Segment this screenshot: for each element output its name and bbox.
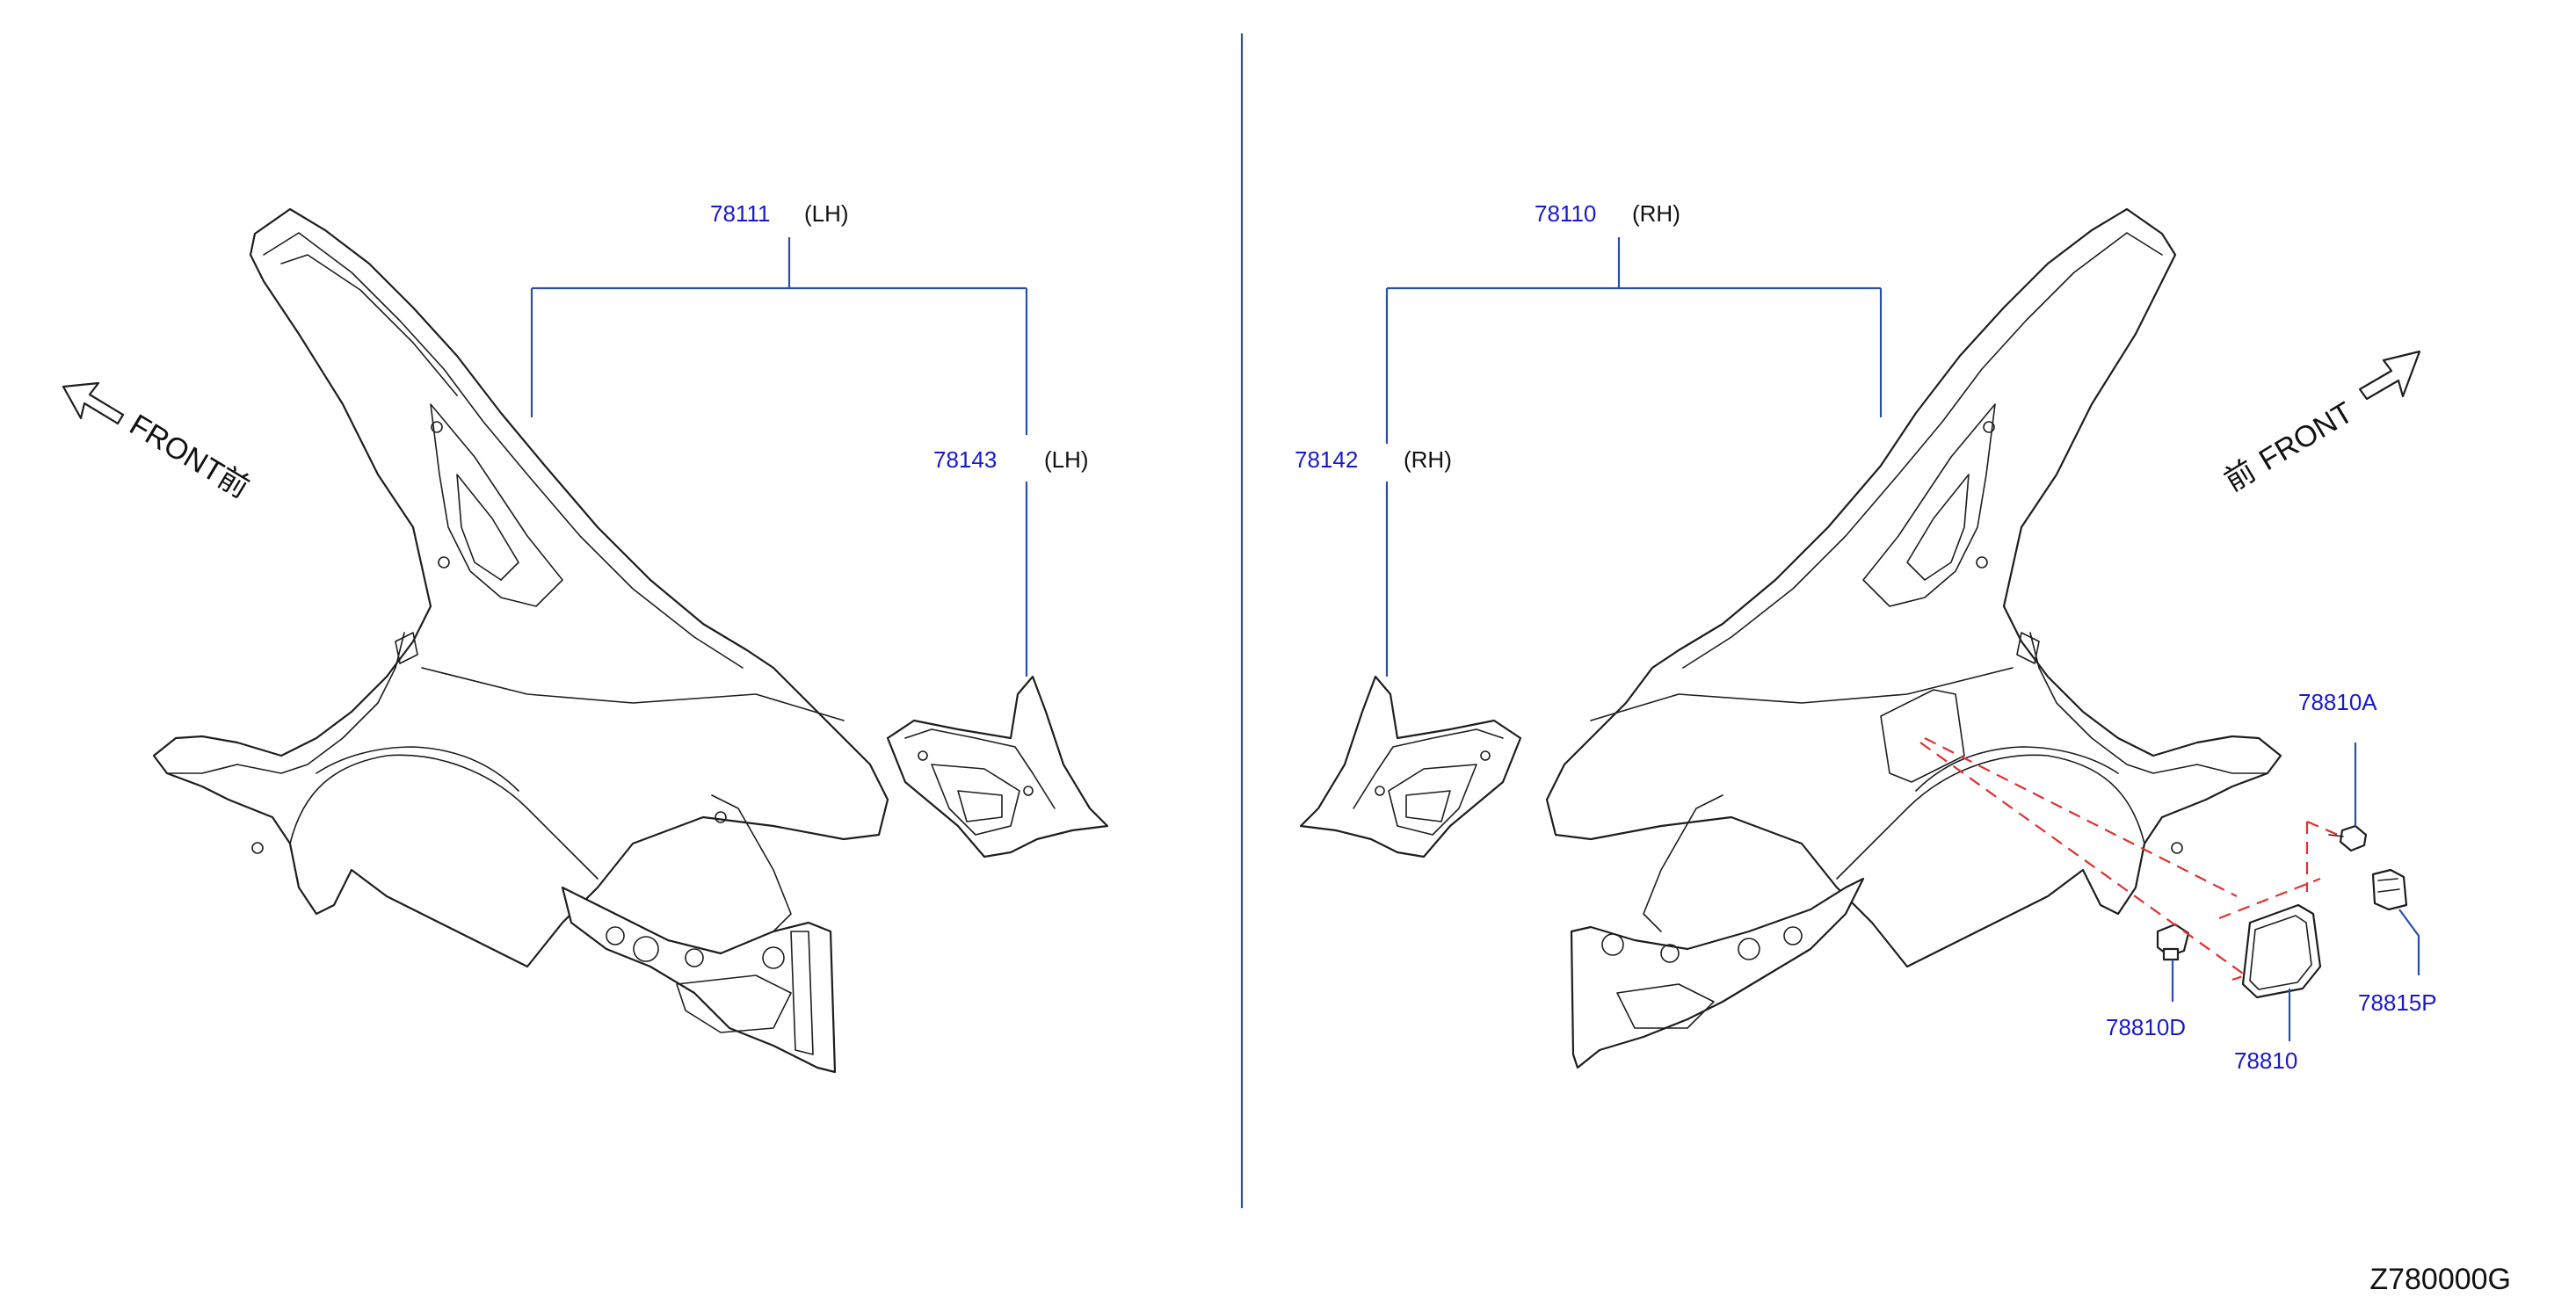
part-number-78810D[interactable]: 78810D [2106,1014,2186,1040]
lid-hinge-clip [2371,868,2408,911]
side-label-78111: (LH) [804,200,849,227]
callout-78142[interactable]: 78142 (RH) [1295,446,1452,473]
leader-78111 [530,237,1028,435]
lid-screw [2328,824,2368,852]
leader-78815P [2398,909,2420,975]
fuel-lid-bushing [2156,923,2190,961]
drawing-code: Z780000G [2369,1263,2511,1296]
side-label-78142: (RH) [1404,446,1452,473]
callout-78110[interactable]: 78110 (RH) [1535,200,1680,227]
right-front-arrow: 前FRONT [2219,350,2421,498]
fuel-lid [2241,903,2322,999]
fuel-lid-opening [1880,689,1965,783]
left-quarter-panel [152,207,889,968]
callout-78111[interactable]: 78111 (LH) [710,200,849,227]
right-lower-inner-panel [1570,877,1865,1069]
part-number-78143[interactable]: 78143 [933,446,997,473]
left-lower-inner-panel [561,886,837,1074]
right-arrow-icon [2358,350,2421,401]
left-arrow-icon [62,381,125,425]
right-quarter-panel [1545,207,2282,968]
part-number-78111[interactable]: 78111 [710,200,770,227]
side-label-78110: (RH) [1632,200,1680,227]
left-corner-bracket [886,675,1109,858]
left-front-label: FRONT前 [124,408,255,504]
callout-78143[interactable]: 78143 (LH) [933,446,1089,473]
part-number-78142[interactable]: 78142 [1295,446,1358,473]
part-number-78815P[interactable]: 78815P [2358,989,2437,1016]
part-number-78810A[interactable]: 78810A [2298,689,2377,715]
leader-78110 [1385,237,1883,444]
left-front-arrow: FRONT前 [62,381,255,505]
right-front-label: 前FRONT [2219,395,2359,498]
side-label-78143: (LH) [1044,446,1089,473]
right-corner-bracket [1299,675,1522,858]
part-number-78110[interactable]: 78110 [1535,200,1596,227]
part-number-78810[interactable]: 78810 [2234,1047,2297,1074]
